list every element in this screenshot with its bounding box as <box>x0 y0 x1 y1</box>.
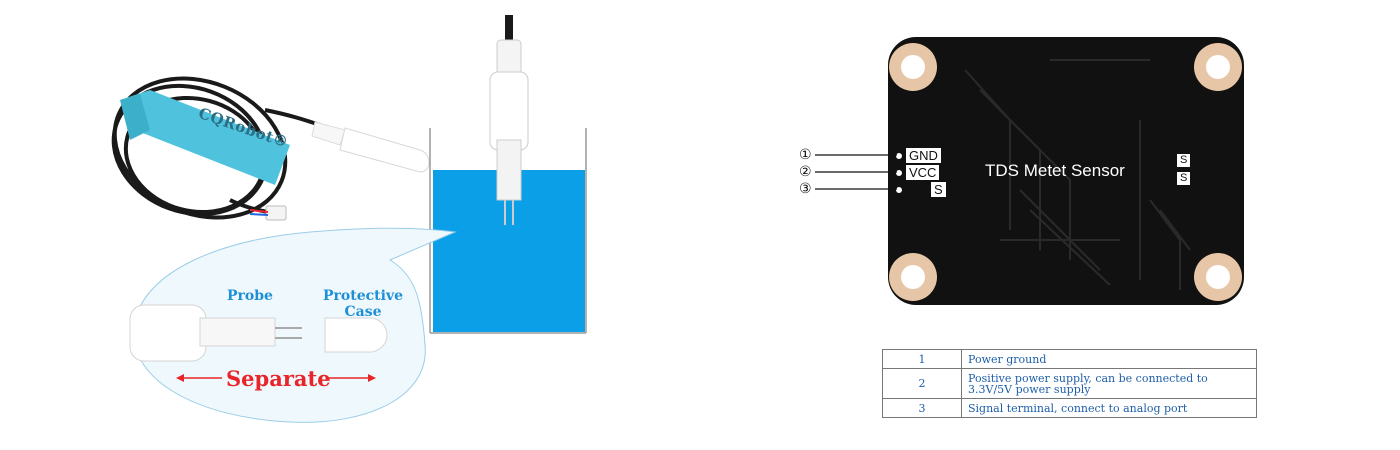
jst-connector <box>249 205 287 221</box>
board-title: TDS Metet Sensor <box>985 161 1125 180</box>
separate-label: Separate <box>226 366 331 391</box>
pin-number-1: ① <box>799 147 812 163</box>
sensor-board <box>888 37 1244 305</box>
probe-upper <box>311 121 430 173</box>
pin-label-vcc: VCC <box>906 165 940 180</box>
table-row: 3 Signal terminal, connect to analog por… <box>882 398 1257 418</box>
pin-description-cell: Power ground <box>961 349 1257 369</box>
protective-case-label: Protective Case <box>318 288 408 320</box>
pin-description-cell: Signal terminal, connect to analog port <box>961 398 1257 418</box>
pin-number-cell: 3 <box>882 398 962 418</box>
table-row: 2 Positive power supply, can be connecte… <box>882 368 1257 399</box>
pin-leader-lines <box>815 154 897 190</box>
mounting-holes <box>889 43 1242 301</box>
table-row: 1 Power ground <box>882 349 1257 369</box>
pin-number-cell: 2 <box>882 368 962 399</box>
protective-case-label-line2: Case <box>344 304 382 320</box>
velcro-strap <box>120 90 290 185</box>
pin-description-table: 1 Power ground 2 Positive power supply, … <box>882 349 1257 418</box>
right-pin-label-2: S <box>1177 172 1191 185</box>
pin-description-cell: Positive power supply, can be connected … <box>961 368 1257 399</box>
protective-case <box>324 317 388 353</box>
pin-label-s: S <box>931 182 946 197</box>
pin-label-gnd: GND <box>906 148 941 163</box>
probe-separated <box>129 304 302 362</box>
probe-in-water <box>489 15 529 225</box>
pin-number-3: ③ <box>799 181 812 197</box>
probe-label: Probe <box>227 288 273 304</box>
separate-arrow <box>176 374 376 382</box>
right-pin-label-1: S <box>1177 154 1191 167</box>
detail-bubble <box>133 227 457 423</box>
pin-number-2: ② <box>799 164 812 180</box>
pin-number-cell: 1 <box>882 349 962 369</box>
protective-case-label-line1: Protective <box>323 288 403 304</box>
